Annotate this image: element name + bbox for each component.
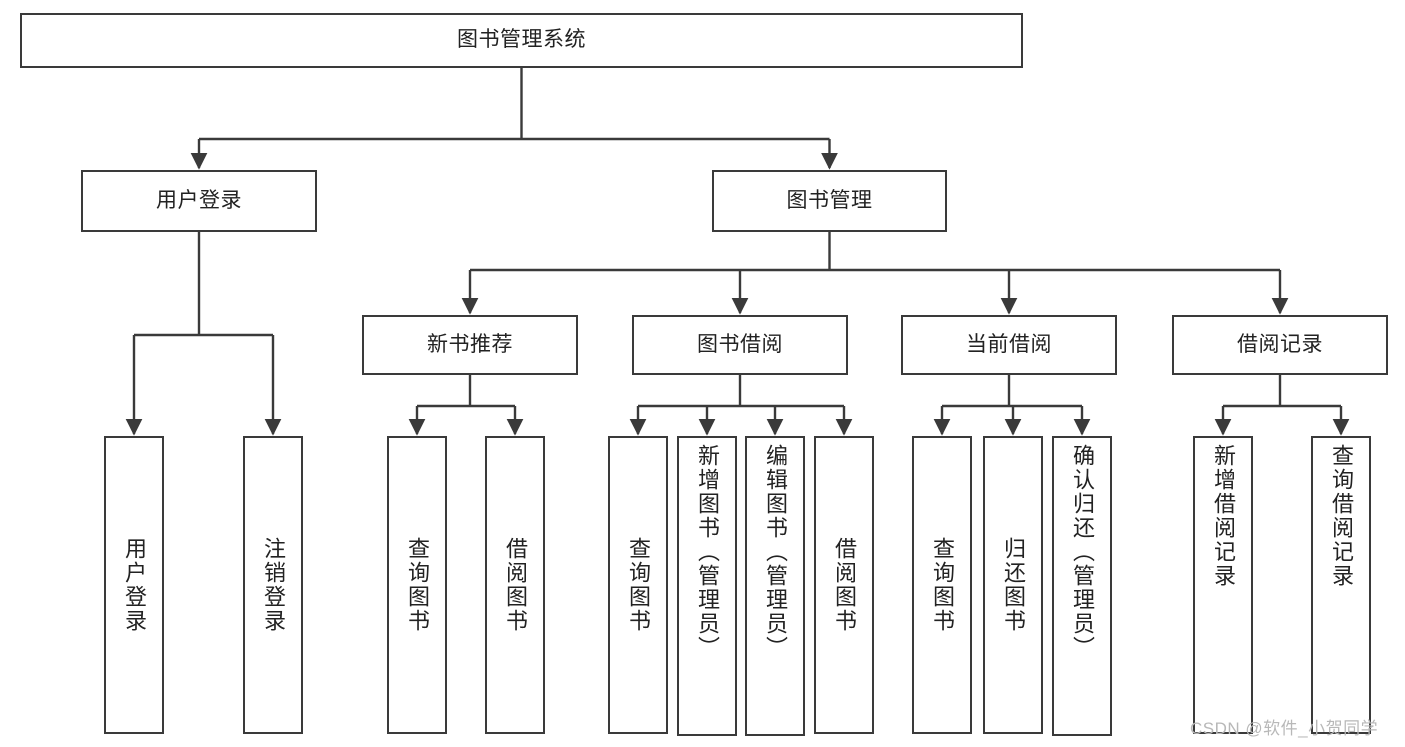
node-leaf-confirm-return: 确认归还（管理员）: [1052, 436, 1112, 736]
node-label: 图书管理: [786, 188, 873, 212]
node-book-manage: 图书管理: [712, 170, 947, 232]
node-label: 用户登录: [122, 537, 147, 633]
node-leaf-query-book-3: 查询图书: [912, 436, 972, 734]
node-label: 查询图书: [405, 537, 430, 633]
node-label: 新增图书（管理员）: [695, 444, 720, 660]
node-label: 借阅图书: [832, 537, 857, 633]
node-label: 注销登录: [261, 537, 286, 633]
node-label: 借阅记录: [1237, 332, 1323, 356]
node-label: 图书借阅: [697, 332, 783, 356]
node-leaf-logout: 注销登录: [243, 436, 303, 734]
node-leaf-query-book-2: 查询图书: [608, 436, 668, 734]
node-leaf-return-book: 归还图书: [983, 436, 1043, 734]
node-user-login: 用户登录: [81, 170, 317, 232]
node-leaf-add-book: 新增图书（管理员）: [677, 436, 737, 736]
node-label: 查询借阅记录: [1329, 444, 1354, 588]
node-label: 借阅图书: [503, 537, 528, 633]
node-label: 查询图书: [930, 537, 955, 633]
node-leaf-add-record: 新增借阅记录: [1193, 436, 1253, 734]
node-borrow-record: 借阅记录: [1172, 315, 1388, 375]
node-root: 图书管理系统: [20, 13, 1023, 68]
node-label: 用户登录: [156, 188, 242, 212]
node-label: 图书管理系统: [457, 28, 586, 52]
node-leaf-query-record: 查询借阅记录: [1311, 436, 1371, 734]
node-book-borrow: 图书借阅: [632, 315, 848, 375]
node-leaf-user-login: 用户登录: [104, 436, 164, 734]
node-label: 新增借阅记录: [1211, 444, 1236, 588]
node-leaf-edit-book: 编辑图书（管理员）: [745, 436, 805, 736]
node-label: 新书推荐: [427, 332, 513, 356]
node-label: 归还图书: [1001, 537, 1026, 633]
node-leaf-borrow-book-1: 借阅图书: [485, 436, 545, 734]
node-leaf-borrow-book-2: 借阅图书: [814, 436, 874, 734]
node-label: 编辑图书（管理员）: [763, 444, 788, 660]
node-label: 查询图书: [626, 537, 651, 633]
node-current-borrow: 当前借阅: [901, 315, 1117, 375]
node-leaf-query-book-1: 查询图书: [387, 436, 447, 734]
node-new-book-rec: 新书推荐: [362, 315, 578, 375]
node-label: 当前借阅: [966, 332, 1052, 356]
node-label: 确认归还（管理员）: [1070, 444, 1095, 660]
